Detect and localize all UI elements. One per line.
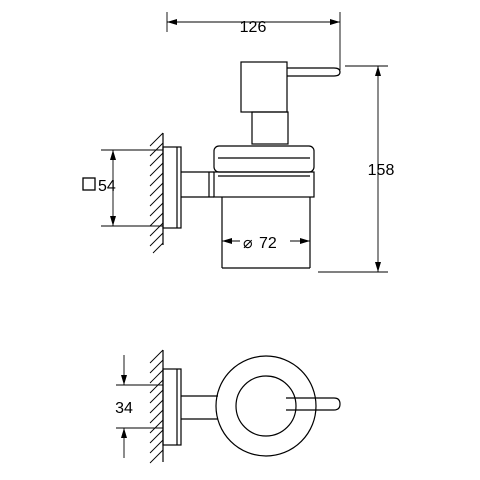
wall-hatching-bottom [149, 349, 164, 464]
dimension-width: 126 [166, 12, 341, 70]
dimension-width-label: 126 [240, 19, 267, 36]
wall-rosette-top [162, 146, 182, 229]
dimension-square: 54 [82, 149, 163, 227]
dimension-side-label: 34 [115, 400, 133, 417]
dimension-square-label: 54 [98, 178, 116, 195]
holder-collar [213, 145, 315, 198]
dimension-diameter-label: 72 [259, 235, 277, 252]
glass-container [221, 197, 311, 269]
side-view: 34 [115, 349, 341, 464]
dimension-height-label: 158 [368, 162, 395, 179]
dimension-diameter: ⌀ 72 [222, 232, 310, 252]
dimension-side: 34 [115, 355, 163, 458]
wall-rosette-bottom [162, 368, 182, 446]
dimension-height: 158 [318, 65, 395, 273]
holder-ring-outer [215, 355, 317, 457]
front-elevation: 126 158 54 ⌀ 72 [82, 12, 395, 273]
square-symbol-icon [82, 177, 96, 191]
pump-head [240, 61, 341, 145]
pump-lever [286, 397, 341, 411]
holder-ring-inner [235, 375, 297, 437]
wall-hatching-top [149, 132, 164, 254]
diameter-symbol-icon: ⌀ [243, 235, 253, 252]
